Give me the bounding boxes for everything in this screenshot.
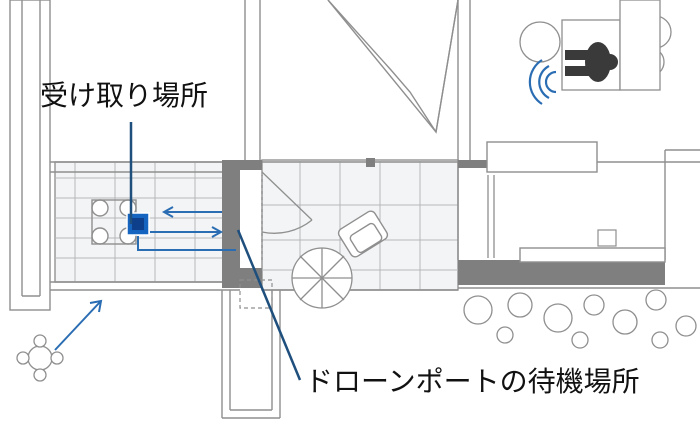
entry-arrow-head: [89, 299, 103, 313]
bench: [519, 247, 666, 263]
drone-port-outline: [239, 279, 273, 309]
roof-ridge: [327, 0, 459, 134]
small-box: [597, 229, 617, 247]
signal-waves-icon: [528, 59, 557, 105]
drone-port-label: ドローンポートの待機場所: [305, 365, 640, 398]
person-icon: [565, 42, 618, 82]
roof-line: [327, 0, 437, 133]
decor-plant-icon: [16, 334, 64, 382]
roof-line-2: [435, 0, 459, 133]
lounge-chair: [337, 210, 389, 258]
entry-arrow: [54, 301, 101, 351]
receiving-spot-label: 受け取り場所: [40, 79, 209, 112]
receive-marker-inner: [132, 218, 144, 230]
door: [261, 171, 313, 260]
flight-path: [137, 206, 236, 251]
port-leader: [236, 229, 302, 381]
round-table: [291, 247, 353, 309]
drone-icon: [91, 199, 137, 245]
plant-icon: [463, 289, 697, 349]
counter: [486, 141, 598, 173]
walls: [222, 158, 665, 288]
